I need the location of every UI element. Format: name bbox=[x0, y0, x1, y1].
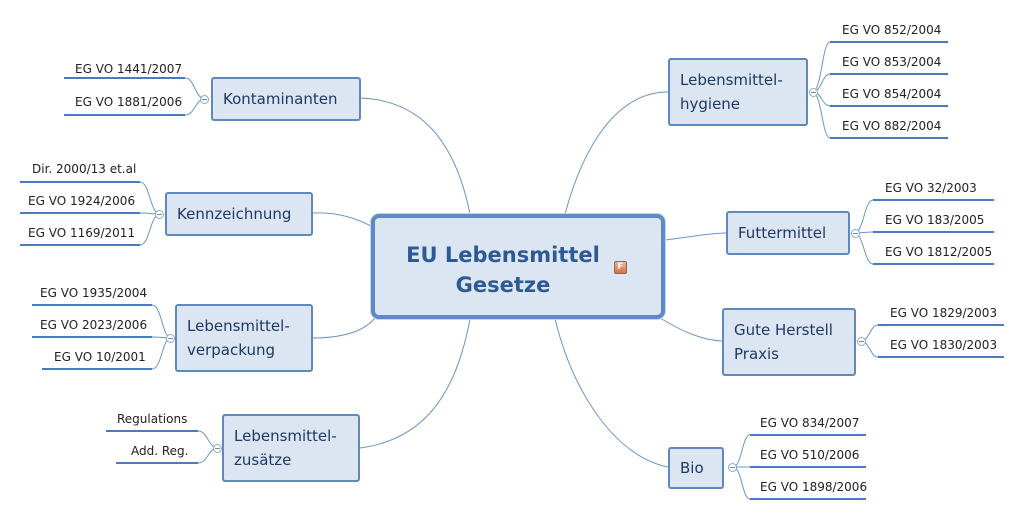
node-label: Kennzeichnung bbox=[177, 205, 292, 223]
leaf-item[interactable]: EG VO 852/2004 bbox=[842, 23, 942, 37]
collapse-toggle-icon[interactable] bbox=[166, 334, 175, 343]
node-label-line2: Praxis bbox=[734, 345, 779, 363]
leaf-item[interactable]: EG VO 10/2001 bbox=[54, 350, 146, 364]
node-lebensmittelverpackung[interactable]: Lebensmittel- verpackung bbox=[175, 304, 313, 372]
collapse-toggle-icon[interactable] bbox=[851, 229, 860, 238]
leaf-item[interactable]: EG VO 1935/2004 bbox=[40, 286, 148, 300]
node-label: Futtermittel bbox=[738, 224, 827, 242]
leaf-item[interactable]: Add. Reg. bbox=[131, 444, 189, 458]
node-label-line2: verpackung bbox=[187, 341, 275, 359]
node-gute-herstell-praxis[interactable]: Gute Herstell Praxis bbox=[722, 308, 856, 376]
leaf-item[interactable]: EG VO 1881/2006 bbox=[75, 95, 183, 109]
leaf-item[interactable]: Dir. 2000/13 et.al bbox=[32, 162, 137, 176]
leaf-item[interactable]: EG VO 1812/2005 bbox=[885, 245, 993, 259]
node-kennzeichnung[interactable]: Kennzeichnung bbox=[165, 192, 313, 236]
leaf-item[interactable]: EG VO 32/2003 bbox=[885, 181, 977, 195]
collapse-toggle-icon[interactable] bbox=[200, 95, 209, 104]
root-node[interactable]: EU Lebensmittel Gesetze F bbox=[371, 214, 665, 319]
node-kontaminanten[interactable]: Kontaminanten bbox=[211, 77, 361, 121]
leaf-item[interactable]: EG VO 882/2004 bbox=[842, 119, 942, 133]
node-futtermittel[interactable]: Futtermittel bbox=[726, 211, 850, 255]
collapse-toggle-icon[interactable] bbox=[728, 463, 737, 472]
leaf-item[interactable]: EG VO 834/2007 bbox=[760, 416, 860, 430]
collapse-toggle-icon[interactable] bbox=[809, 88, 818, 97]
node-label-line1: Lebensmittel- bbox=[187, 317, 290, 335]
node-label: Kontaminanten bbox=[223, 90, 338, 108]
flag-icon[interactable]: F bbox=[614, 261, 627, 274]
node-lebensmittelzusaetze[interactable]: Lebensmittel- zusätze bbox=[222, 414, 360, 482]
root-title-line2: Gesetze bbox=[455, 273, 551, 297]
link-futtermittel bbox=[664, 232, 727, 241]
collapse-toggle-icon[interactable] bbox=[213, 444, 222, 453]
leaf-item[interactable]: EG VO 183/2005 bbox=[885, 213, 985, 227]
node-label: Bio bbox=[680, 459, 704, 477]
leaf-item[interactable]: EG VO 1898/2006 bbox=[760, 480, 868, 494]
leaf-item[interactable]: EG VO 1169/2011 bbox=[28, 226, 136, 240]
leaf-item[interactable]: EG VO 1924/2006 bbox=[28, 194, 136, 208]
collapse-toggle-icon[interactable] bbox=[857, 337, 866, 346]
root-title: EU Lebensmittel Gesetze bbox=[375, 240, 631, 300]
leaf-item[interactable]: EG VO 1441/2007 bbox=[75, 62, 183, 76]
leaf-item[interactable]: EG VO 854/2004 bbox=[842, 87, 942, 101]
collapse-toggle-icon[interactable] bbox=[155, 210, 164, 219]
link-verpackung bbox=[311, 317, 376, 339]
link-kontaminanten bbox=[359, 97, 471, 215]
node-bio[interactable]: Bio bbox=[668, 447, 724, 489]
leaf-item[interactable]: EG VO 510/2006 bbox=[760, 448, 860, 462]
leaf-item[interactable]: EG VO 1829/2003 bbox=[890, 306, 998, 320]
node-label-line2: hygiene bbox=[680, 95, 741, 113]
node-label-line1: Gute Herstell bbox=[734, 321, 833, 339]
leaf-item[interactable]: EG VO 1830/2003 bbox=[890, 338, 998, 352]
root-title-line1: EU Lebensmittel bbox=[406, 243, 600, 267]
node-label-line1: Lebensmittel- bbox=[680, 71, 783, 89]
leaf-item[interactable]: EG VO 853/2004 bbox=[842, 55, 942, 69]
node-label-line2: zusätze bbox=[234, 451, 292, 469]
link-zusaetze bbox=[359, 318, 471, 449]
node-label-line1: Lebensmittel- bbox=[234, 427, 337, 445]
link-kennzeichnung bbox=[312, 212, 372, 227]
leaf-item[interactable]: EG VO 2023/2006 bbox=[40, 318, 148, 332]
link-bio bbox=[554, 318, 669, 468]
link-hygiene bbox=[564, 91, 669, 215]
link-gute-herstell bbox=[659, 317, 723, 342]
leaf-item[interactable]: Regulations bbox=[117, 412, 188, 426]
node-lebensmittelhygiene[interactable]: Lebensmittel- hygiene bbox=[668, 58, 808, 126]
